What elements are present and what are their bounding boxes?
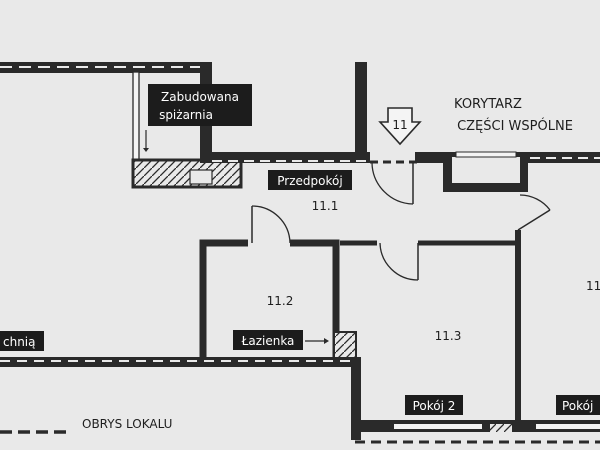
wall-bottom [0,357,600,444]
entrance-door [371,162,414,205]
bathroom-label: Łazienka [233,330,303,350]
pantry-label-line2: spiżarnia [159,108,213,122]
kitchen-label-text: chnią [3,335,36,349]
room2-label: Pokój 2 [405,395,463,415]
installation-niche [443,151,528,192]
bathroom-label-text: Łazienka [241,334,295,348]
outline-legend: OBRYS LOKALU [0,417,172,434]
pantry-label-line1: Zabudowana [161,90,239,104]
entrance-arrow-icon: 11 [378,107,422,146]
corridor-label-line2: CZĘŚCI WSPÓLNE [457,118,573,134]
entrance-number: 11 [392,118,407,132]
bathroom-walls [199,239,340,360]
bathroom-shaft [333,331,357,359]
pantry-label: Zabudowana spiżarnia [148,84,252,126]
hall-label: Przedpokój [268,170,352,190]
room2-door [379,242,419,281]
hall-label-text: Przedpokój [277,174,342,188]
bathroom-arrow-icon [305,338,329,344]
room2-label-text: Pokój 2 [413,399,456,413]
pantry-partition [132,71,149,161]
pantry-cabinets [131,158,243,189]
right-room-label-text: Pokój [562,399,593,413]
hall-number: 11.1 [312,199,339,213]
outline-legend-text: OBRYS LOKALU [82,417,172,431]
bathroom-number: 11.2 [267,294,294,308]
kitchen-label: chnią [0,331,44,351]
right-room-door [517,194,551,231]
room2-walls [340,230,521,425]
right-room-number: 11 [586,279,600,293]
bathroom-door [251,205,291,244]
room2-number: 11.3 [435,329,462,343]
corridor-label-line1: KORYTARZ [454,97,522,112]
right-room-label: Pokój [556,395,600,415]
